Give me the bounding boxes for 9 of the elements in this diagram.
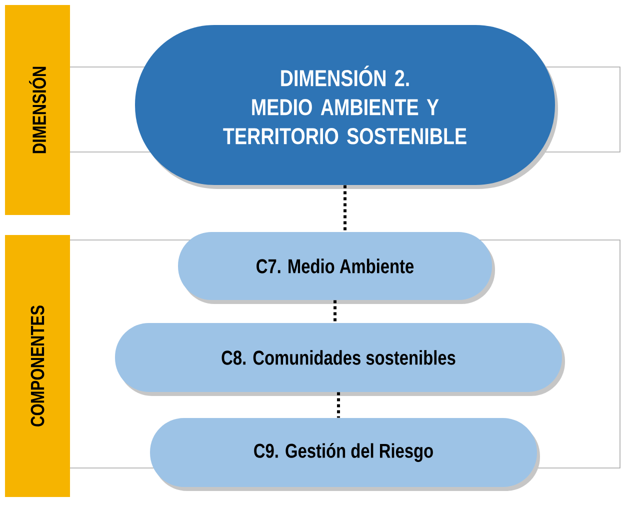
side-band: COMPONENTES bbox=[5, 235, 70, 497]
dotted-connector bbox=[344, 185, 346, 232]
component-pill: C9. Gestión del Riesgo bbox=[150, 418, 540, 491]
component-pill: C8. Comunidades sostenibles bbox=[115, 323, 565, 396]
side-band: DIMENSIÓN bbox=[5, 5, 70, 215]
dimension-pill: DIMENSIÓN 2. MEDIO AMBIENTE Y TERRITORIO SOSTENIBLE bbox=[135, 25, 558, 189]
component-pill: C7. Medio Ambiente bbox=[178, 232, 495, 304]
dotted-connector bbox=[337, 392, 340, 418]
dotted-connector bbox=[334, 300, 336, 323]
